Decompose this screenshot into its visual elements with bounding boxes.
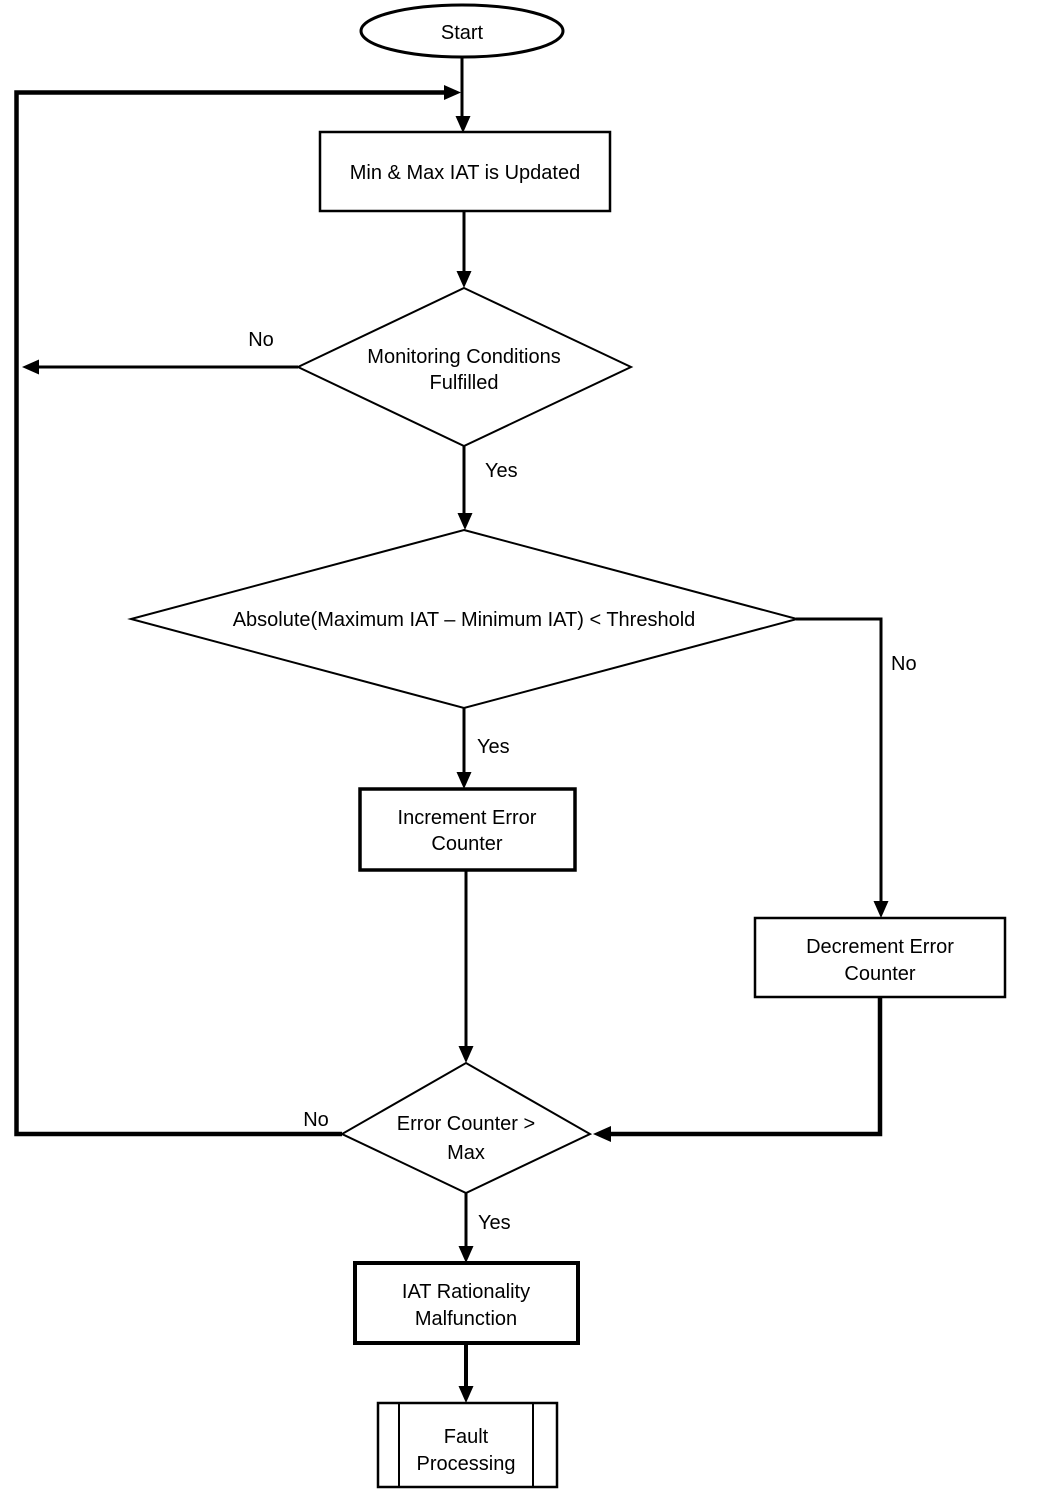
arrowhead-into-update: [455, 116, 471, 133]
monitoring-no-label: No: [248, 329, 274, 351]
increment-counter-label-line2: Counter: [431, 833, 502, 855]
arrowhead-into-monitoring: [456, 271, 472, 288]
decrement-counter-label-line1: Decrement Error: [806, 936, 954, 958]
error-counter-label-line2: Max: [447, 1142, 485, 1164]
iat-malfunction-box: [353, 1261, 580, 1345]
fault-processing-box: [376, 1401, 559, 1489]
error-counter-diamond: [339, 1061, 593, 1195]
arrowhead-into-fault: [458, 1386, 474, 1403]
increment-counter-label-line1: Increment Error: [398, 807, 537, 829]
decrement-counter-box: [753, 916, 1007, 999]
threshold-no-label: No: [891, 653, 917, 675]
increment-counter-box: [358, 787, 577, 872]
update-iat-label: Min & Max IAT is Updated: [350, 162, 580, 184]
fault-processing-label-line1: Fault: [444, 1426, 489, 1448]
error-counter-label-line1: Error Counter >: [397, 1113, 535, 1135]
fault-processing-label-line2: Processing: [417, 1453, 516, 1475]
arrowhead-loop-junction: [444, 85, 461, 100]
arrowhead-into-threshold: [457, 513, 473, 530]
arrowhead-into-decrement: [873, 901, 889, 918]
threshold-check-label: Absolute(Maximum IAT – Minimum IAT) < Th…: [233, 609, 696, 631]
arrowhead-into-error-right: [593, 1126, 611, 1142]
start-label: Start: [441, 22, 484, 44]
error-yes-label: Yes: [478, 1212, 511, 1234]
threshold-check-diamond: [127, 528, 801, 710]
decrement-counter-label-line2: Counter: [844, 963, 915, 985]
update-iat-box: [318, 130, 612, 213]
arrowhead-monitoring-no: [22, 359, 39, 375]
edge-feedback-loop: [14, 90, 445, 1137]
iat-malfunction-label-line2: Malfunction: [415, 1308, 517, 1330]
monitoring-conditions-label-line1: Monitoring Conditions: [367, 346, 560, 368]
edge-decrement-to-error: [609, 997, 883, 1137]
monitoring-yes-label: Yes: [485, 460, 518, 482]
error-no-label: No: [303, 1109, 329, 1131]
iat-malfunction-label-line1: IAT Rationality: [402, 1281, 530, 1303]
arrowhead-into-error-top: [458, 1046, 474, 1063]
threshold-yes-label: Yes: [477, 736, 510, 758]
monitoring-conditions-label-line2: Fulfilled: [430, 372, 499, 394]
arrowhead-into-increment: [456, 772, 472, 789]
start-terminator: [359, 3, 565, 59]
edge-threshold-no: [796, 617, 883, 903]
monitoring-conditions-diamond: [295, 286, 634, 448]
arrowhead-into-malfunction: [458, 1246, 474, 1263]
